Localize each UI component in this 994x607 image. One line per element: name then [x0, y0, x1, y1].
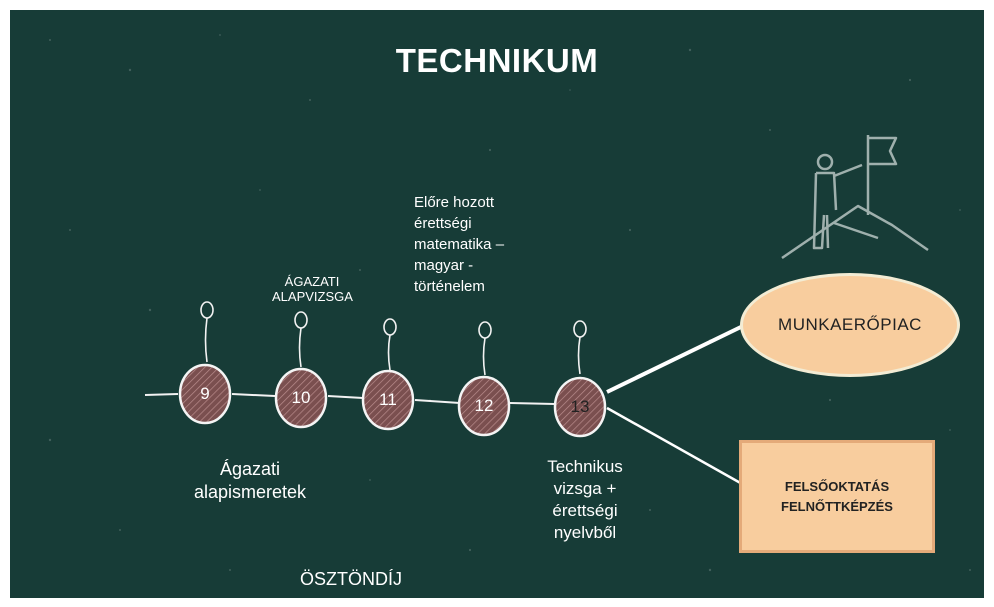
- balloon-pin-icon: [200, 301, 587, 376]
- slide-canvas: TECHNIKUM 9 10 11 12 13 ÁGAZATI ALAPVIZS…: [10, 10, 984, 598]
- grade-number-10: 10: [291, 388, 311, 407]
- higher-education-label: FELSŐOKTATÁS: [784, 478, 890, 494]
- grade-node-10: [274, 367, 328, 429]
- labor-market-label: MUNKAERŐPIAC: [778, 315, 922, 334]
- higher-education-node: FELSŐOKTATÁS FELNŐTTKÉPZÉS: [739, 440, 935, 553]
- grade12-label: Előre hozott érettségi matematika – magy…: [414, 194, 505, 295]
- labor-market-node: MUNKAERŐPIAC: [740, 273, 960, 377]
- summit-icon: [781, 135, 929, 260]
- page-title: TECHNIKUM: [395, 42, 599, 79]
- grade-node-13: [553, 376, 607, 438]
- connector-to-higher-education: [606, 406, 745, 487]
- background-speckles: [48, 34, 971, 572]
- scholarship-label: ÖSZTÖNDÍJ: [300, 569, 402, 589]
- grade9-label: Ágazati alapismeretek: [193, 459, 307, 502]
- grade13-label: Technikus vizsga + érettségi nyelvből: [547, 457, 623, 542]
- timeline-line: [144, 393, 556, 405]
- diagram-art: [48, 34, 971, 572]
- grade-number-13: 13: [570, 397, 590, 416]
- grade-node-9: [178, 363, 232, 425]
- grade-node-11: [361, 369, 415, 431]
- grade-number-12: 12: [474, 396, 494, 415]
- grade-nodes: [178, 363, 607, 438]
- grade10-label: ÁGAZATI ALAPVIZSGA: [272, 274, 353, 304]
- grade-number-9: 9: [200, 384, 210, 403]
- connector-to-labor-market: [606, 323, 746, 394]
- grade-node-12: [457, 375, 511, 437]
- grade-number-11: 11: [379, 390, 397, 409]
- adult-education-label: FELNŐTTKÉPZÉS: [781, 498, 893, 514]
